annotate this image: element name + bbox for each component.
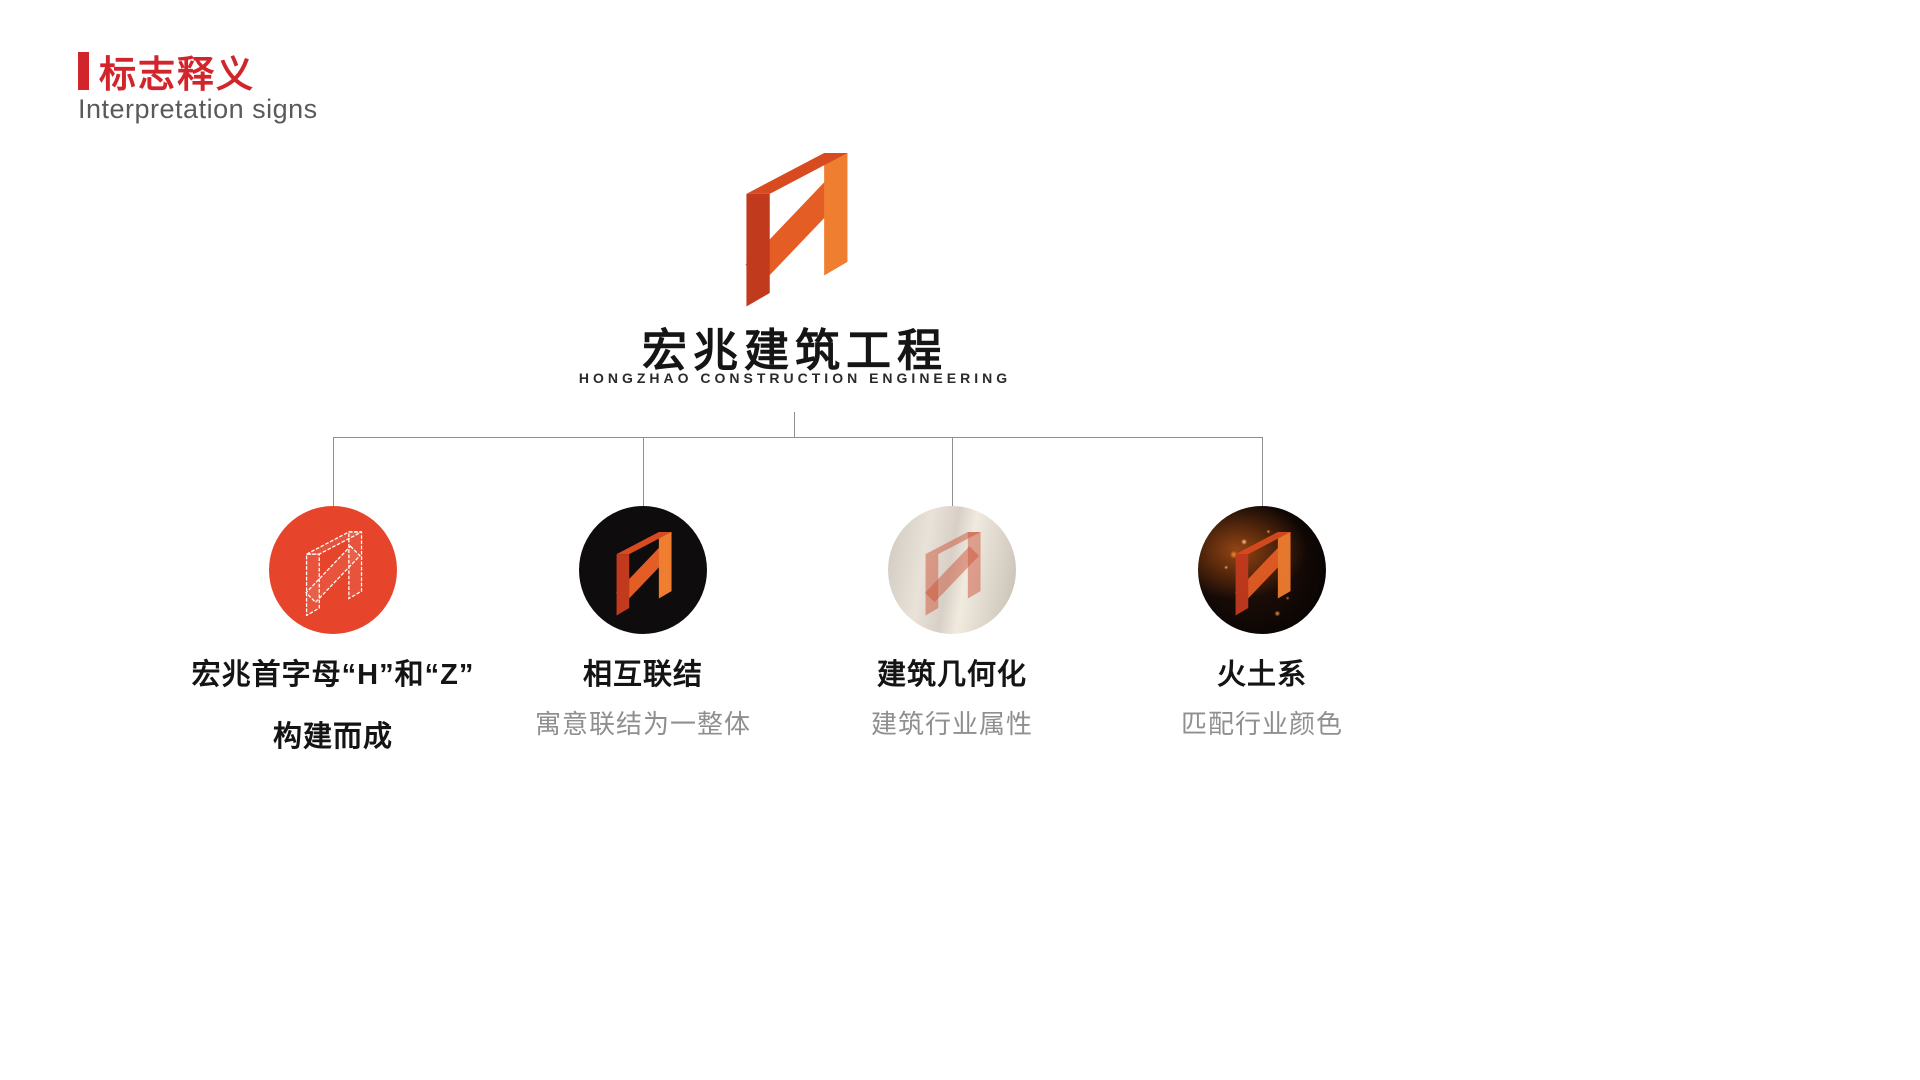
hz-monogram-icon <box>727 138 863 308</box>
circle-sparks-photo-mark <box>1198 506 1326 634</box>
logo-name-cn: 宏兆建筑工程 <box>641 325 948 376</box>
branch-subtitle: 建筑行业属性 <box>870 709 1033 740</box>
circle-red-outline-mark <box>269 506 397 634</box>
branch-title: 宏兆首字母“H”和“Z” <box>191 659 475 691</box>
branch-title: 建筑几何化 <box>876 659 1027 691</box>
connector-drop-3 <box>952 437 953 506</box>
branch-architecture-geometry: 建筑几何化 建筑行业属性 <box>762 506 1142 741</box>
connector-drop-2 <box>643 437 644 506</box>
section-subtitle: Interpretation signs <box>78 94 318 124</box>
branch-fire-earth-colors: 火土系 匹配行业颜色 <box>1072 506 1452 741</box>
connector-stub <box>794 412 795 437</box>
branch-subtitle: 匹配行业颜色 <box>1180 709 1343 740</box>
connector-horizontal-line <box>333 437 1262 438</box>
branch-title-line2: 构建而成 <box>272 721 393 754</box>
branch-subtitle: 寓意联结为一整体 <box>534 709 751 740</box>
circle-black-solid-mark <box>579 506 707 634</box>
branch-initials: 宏兆首字母“H”和“Z” 构建而成 <box>143 506 523 758</box>
circle-building-photo-mark <box>888 506 1016 634</box>
title-accent-bar <box>78 52 89 90</box>
branch-title: 相互联结 <box>582 659 703 691</box>
branch-title: 火土系 <box>1216 659 1307 691</box>
logo-name-en: HONGZHAO CONSTRUCTION ENGINEERING <box>578 370 1012 386</box>
branch-interlink: 相互联结 寓意联结为一整体 <box>453 506 833 741</box>
hz-monogram-sparks-icon <box>1225 524 1299 616</box>
hz-logo-mark-icon <box>727 138 863 308</box>
hz-monogram-outline-icon <box>296 524 370 616</box>
hz-monogram-solid-icon <box>606 524 680 616</box>
section-title: 标志释义 <box>99 54 255 95</box>
hz-monogram-translucent-icon <box>915 524 989 616</box>
connector-drop-1 <box>333 437 334 506</box>
connector-drop-4 <box>1262 437 1263 506</box>
